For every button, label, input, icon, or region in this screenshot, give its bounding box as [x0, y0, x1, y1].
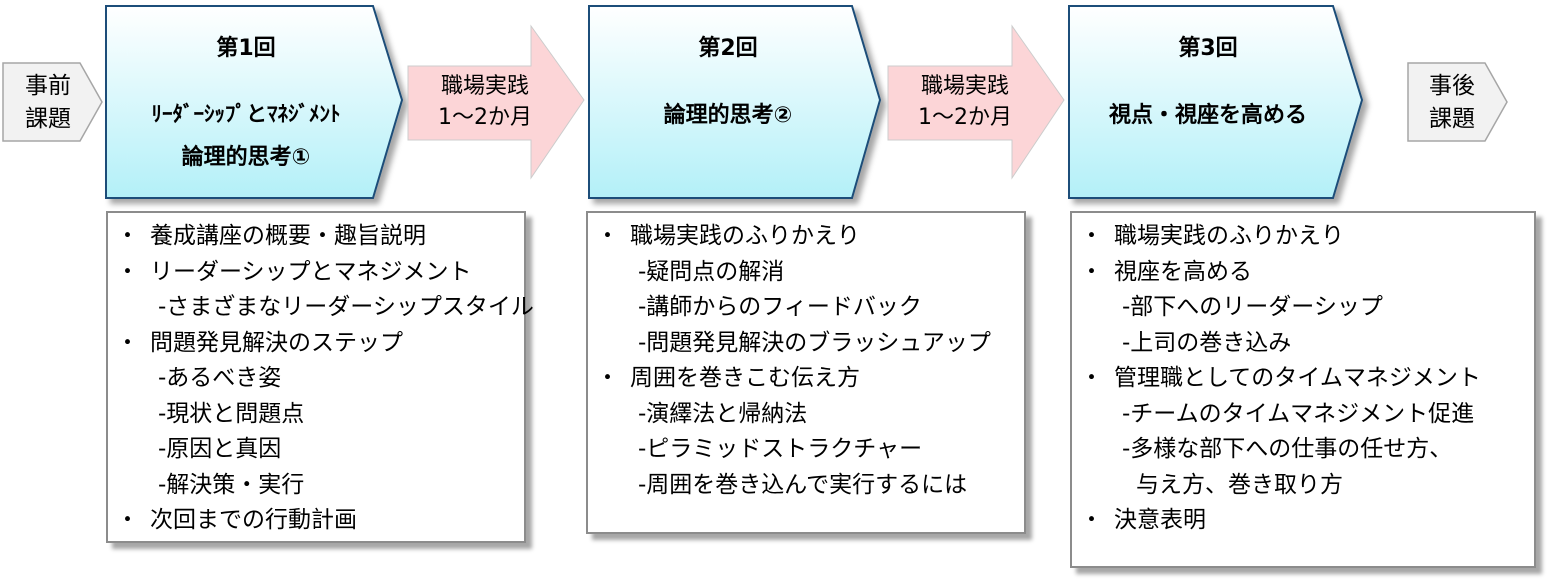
content-item: -あるべき姿 [108, 361, 524, 397]
content-item: -問題発見解決のブラッシュアップ [588, 326, 1024, 362]
bullet-icon: ・ [116, 223, 139, 249]
pre-task-line2: 課題 [25, 106, 71, 132]
practice-arrow-1-line1: 職場実践 [440, 74, 529, 99]
content-item-text: 職場実践のふりかえり [630, 223, 860, 249]
content-item-text: リーダーシップとマネジメント [150, 258, 472, 285]
content-item-text: -現状と問題点 [158, 400, 305, 427]
content-item-text: -講師からのフィードバック [638, 294, 922, 320]
content-item: ・次回までの行動計画 [108, 503, 524, 539]
bullet-icon: ・ [116, 258, 139, 285]
practice-arrow-2-line1: 職場実践 [920, 74, 1009, 99]
content-item-text: 管理職としてのタイムマネジメント [1114, 365, 1481, 391]
content-item: -部下へのリーダーシップ [1072, 290, 1534, 326]
practice-arrow-2-label: 職場実践 1～2か月 [890, 71, 1040, 133]
content-item: -周囲を巻き込んで実行するには [588, 468, 1024, 504]
practice-arrow-1 [407, 24, 585, 180]
bullet-icon: ・ [1080, 365, 1103, 391]
content-item: ・決意表明 [1072, 503, 1534, 539]
content-item: -疑問点の解消 [588, 255, 1024, 291]
session-1-content-list: ・養成講座の概要・趣旨説明・リーダーシップとマネジメント-さまざまなリーダーシッ… [108, 219, 534, 539]
content-item-text: -上司の巻き込み [1122, 329, 1292, 356]
content-item: ・養成講座の概要・趣旨説明 [108, 219, 524, 255]
content-item-text: -周囲を巻き込んで実行するには [638, 471, 968, 498]
session-3-topic: 視点・視座を高める [1108, 103, 1307, 128]
content-item-text: -さまざまなリーダーシップスタイル [158, 294, 534, 320]
content-item: ・職場実践のふりかえり [1072, 219, 1534, 255]
content-item-text: -原因と真因 [158, 436, 282, 462]
content-item: -講師からのフィードバック [588, 290, 1024, 326]
post-task-line2: 課題 [1429, 106, 1475, 132]
session-1-chevron [105, 5, 404, 199]
content-item-text: -ピラミッドストラクチャー [638, 436, 923, 462]
session-2-title: 第2回 [698, 36, 758, 61]
post-task-label: 事後 課題 [1412, 70, 1492, 136]
session-2-content-box: ・職場実践のふりかえり-疑問点の解消-講師からのフィードバック-問題発見解決のブ… [586, 211, 1026, 534]
practice-arrow-1-label: 職場実践 1～2か月 [410, 71, 560, 133]
content-item: -解決策・実行 [108, 468, 524, 504]
bullet-icon: ・ [116, 507, 139, 533]
bullet-icon: ・ [596, 365, 619, 391]
content-item: -多様な部下への仕事の任せ方、 [1072, 432, 1534, 468]
content-item: -上司の巻き込み [1072, 326, 1534, 362]
bullet-icon: ・ [1080, 507, 1103, 533]
pre-task-line1: 事前 [25, 73, 71, 99]
content-item-text: 職場実践のふりかえり [1114, 223, 1344, 249]
practice-arrow-1-line2: 1～2か月 [438, 105, 532, 130]
content-item-text: -あるべき姿 [158, 365, 282, 391]
content-item: -演繹法と帰納法 [588, 397, 1024, 433]
practice-arrow-2-line2: 1～2か月 [918, 105, 1012, 130]
content-item: -ピラミッドストラクチャー [588, 432, 1024, 468]
content-item-text: 与え方、巻き取り方 [1136, 471, 1343, 498]
program-flow [2, 5, 1508, 199]
content-item: ・問題発見解決のステップ [108, 326, 524, 362]
content-item: -原因と真因 [108, 432, 524, 468]
session-1-topic-line1: ﾘｰﾀﾞｰｼｯﾌﾟとﾏﾈｼﾞﾒﾝﾄ [151, 102, 341, 126]
content-item-text: 決意表明 [1114, 507, 1206, 533]
bullet-icon: ・ [1080, 258, 1103, 285]
session-3-content-list: ・職場実践のふりかえり・視座を高める-部下へのリーダーシップ-上司の巻き込み・管… [1072, 219, 1534, 539]
content-item: ・視座を高める [1072, 255, 1534, 291]
content-item-text: 周囲を巻きこむ伝え方 [630, 365, 860, 391]
bullet-icon: ・ [596, 223, 619, 249]
session-2-topic: 論理的思考② [663, 103, 793, 128]
session-3-title: 第3回 [1178, 36, 1238, 61]
post-task-line1: 事後 [1429, 73, 1475, 99]
session-2-content-list: ・職場実践のふりかえり-疑問点の解消-講師からのフィードバック-問題発見解決のブ… [588, 219, 1024, 503]
pre-task-label: 事前 課題 [8, 70, 88, 136]
content-item-text: -解決策・実行 [158, 471, 305, 498]
content-item-text: -部下へのリーダーシップ [1122, 294, 1383, 320]
post-task-chevron [1407, 62, 1508, 142]
content-item: ・管理職としてのタイムマネジメント [1072, 361, 1534, 397]
content-item-text: -演繹法と帰納法 [638, 400, 808, 427]
content-item-text: 次回までの行動計画 [150, 507, 357, 533]
bullet-icon: ・ [116, 329, 139, 356]
content-item-text: 養成講座の概要・趣旨説明 [150, 223, 426, 249]
session-2-chevron [588, 5, 882, 199]
session-1-content-box: ・養成講座の概要・趣旨説明・リーダーシップとマネジメント-さまざまなリーダーシッ… [106, 211, 534, 543]
content-item-text: -チームのタイムマネジメント促進 [1122, 400, 1475, 427]
content-item-text: 問題発見解決のステップ [150, 329, 403, 356]
session-3-content-box: ・職場実践のふりかえり・視座を高める-部下へのリーダーシップ-上司の巻き込み・管… [1070, 211, 1536, 568]
content-item: ・周囲を巻きこむ伝え方 [588, 361, 1024, 397]
content-item-text: -多様な部下への仕事の任せ方、 [1122, 436, 1453, 462]
session-3-chevron [1068, 5, 1364, 199]
content-item: -チームのタイムマネジメント促進 [1072, 397, 1534, 433]
content-item: 与え方、巻き取り方 [1072, 468, 1534, 504]
content-item-text: 視座を高める [1114, 258, 1252, 285]
session-1-topic-line2: 論理的思考① [181, 145, 311, 170]
content-item-text: -疑問点の解消 [638, 258, 785, 285]
practice-arrow-2 [887, 24, 1065, 180]
content-item: -現状と問題点 [108, 397, 524, 433]
content-item-text: -問題発見解決のブラッシュアップ [638, 329, 991, 356]
content-item: ・リーダーシップとマネジメント [108, 255, 524, 291]
content-item: -さまざまなリーダーシップスタイル [108, 290, 534, 326]
bullet-icon: ・ [1080, 223, 1103, 249]
session-1-title: 第1回 [216, 36, 276, 61]
content-item: ・職場実践のふりかえり [588, 219, 1024, 255]
pre-task-chevron [2, 62, 103, 142]
